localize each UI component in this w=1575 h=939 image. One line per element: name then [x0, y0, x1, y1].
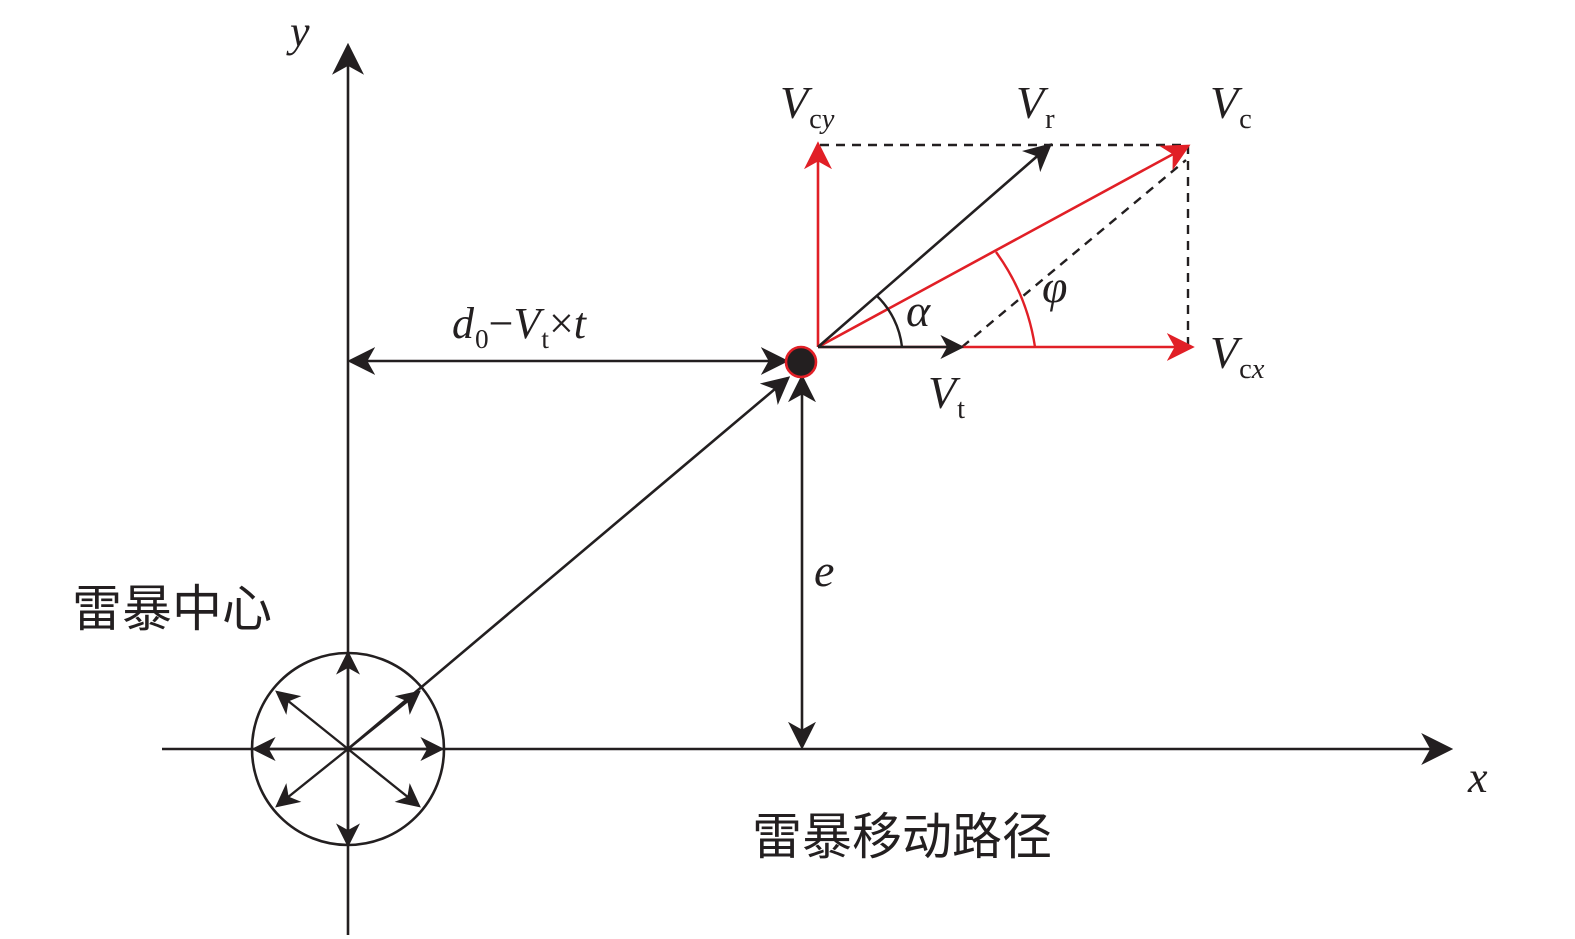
distance-minus: − [488, 299, 514, 348]
storm-path-label: 雷暴移动路径 [752, 808, 1052, 866]
vt-sub: t [957, 393, 966, 425]
vr-sub: r [1045, 103, 1055, 135]
vcx-main: V [1210, 327, 1239, 378]
distance-v-sub: t [541, 323, 549, 354]
radial-arrow-up-left [275, 690, 349, 750]
storm-center-label: 雷暴中心 [72, 580, 272, 638]
vcx-sub-b: x [1251, 353, 1265, 385]
vr-label: Vr [1016, 77, 1055, 134]
radial-arrow-down-right [347, 748, 421, 808]
vcy-sub-b: y [821, 103, 835, 135]
axis-y-label: y [290, 7, 310, 56]
vr-arrow [817, 143, 1053, 348]
distance-t: t [573, 299, 586, 348]
alpha-label: α [906, 285, 931, 336]
vcy-sub: cy [809, 104, 834, 135]
distance-times: × [548, 299, 574, 348]
vcy-main: V [780, 77, 809, 128]
vcx-label: Vcx [1210, 327, 1264, 384]
distance-label: d0−Vt×t [452, 299, 586, 353]
vc-arrow [817, 144, 1191, 349]
vcx-sub: cx [1239, 354, 1264, 385]
distance-d: d [452, 299, 474, 348]
e-label: e [814, 545, 835, 596]
vt-label: Vt [928, 367, 965, 424]
vt-main: V [928, 367, 957, 418]
axis-x-label: x [1468, 753, 1488, 802]
radial-arrow-down-left [275, 748, 349, 808]
phi-arc [995, 251, 1037, 348]
vcx-sub-a: c [1239, 353, 1252, 385]
vc-label: Vc [1210, 77, 1252, 134]
vcy-label: Vcy [780, 77, 834, 134]
observation-point [784, 345, 818, 379]
distance-v: V [513, 299, 541, 348]
vc-main: V [1210, 77, 1239, 128]
vcy-sub-a: c [809, 103, 822, 135]
vc-sub: c [1239, 103, 1252, 135]
vr-main: V [1016, 77, 1045, 128]
phi-label: φ [1042, 261, 1068, 312]
distance-d-sub: 0 [475, 323, 489, 354]
alpha-arc [876, 295, 904, 348]
dashed-lines [820, 143, 1190, 348]
dashed-diagonal [961, 159, 1187, 348]
position-vector-arrow [347, 376, 791, 750]
